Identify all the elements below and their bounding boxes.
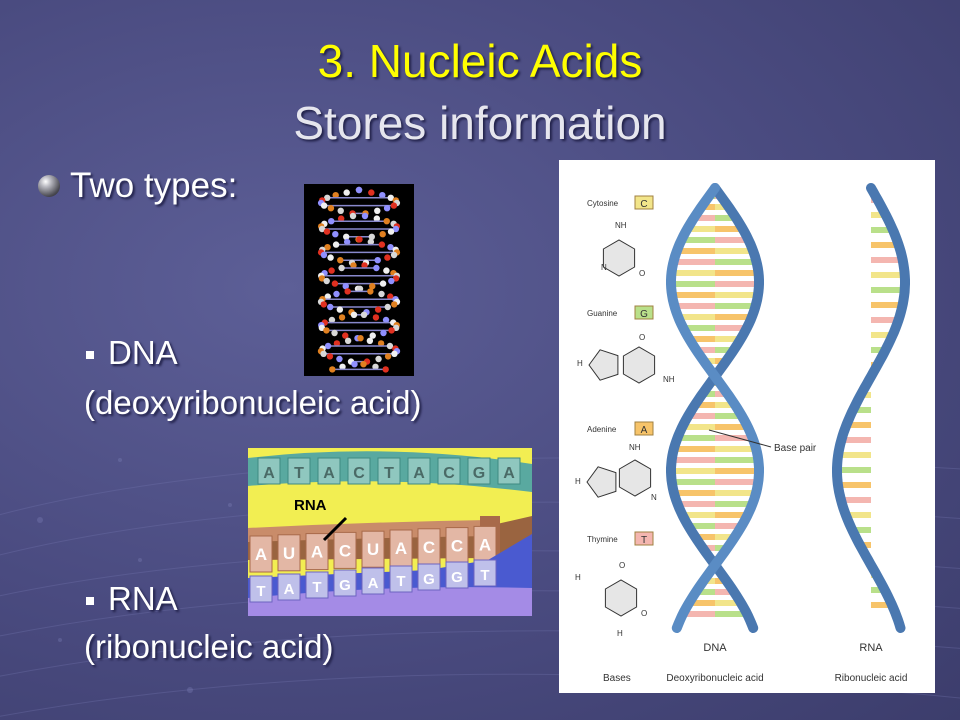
dna-coding-letter: T (256, 583, 265, 600)
base-letter: A (641, 425, 648, 436)
base-pair-label: Base pair (774, 443, 817, 454)
dna-coding-letter: T (480, 567, 489, 584)
dna-diagram-fullname: Deoxyribonucleic acid (666, 673, 763, 684)
svg-text:O: O (639, 269, 645, 278)
base-letter: G (640, 309, 648, 320)
slide-subtitle: Stores information (293, 97, 667, 149)
dna-diagram-label: DNA (703, 642, 727, 654)
dna-template-letter: C (353, 465, 365, 482)
base-pair-pointer (708, 429, 772, 448)
svg-text:O: O (641, 609, 647, 618)
base-name: Thymine (587, 535, 618, 544)
dna-template-letter: A (323, 465, 335, 482)
bullet-two-types-text: Two types: (70, 166, 238, 205)
rna-image-label: RNA (294, 497, 327, 514)
bases-label: Bases (603, 673, 631, 684)
bullet-dna-text: DNA (108, 334, 178, 371)
dna-molecule-image (304, 184, 414, 376)
rna-letter: C (339, 541, 351, 560)
svg-text:NH: NH (663, 375, 675, 384)
dna-coding-letter: A (368, 575, 379, 592)
dna-coding-letter: T (396, 573, 405, 590)
svg-text:O: O (639, 333, 645, 342)
dna-template-letter: A (263, 465, 275, 482)
bullet-rna: RNA (86, 580, 178, 618)
slide-title: 3. Nucleic Acids (317, 35, 643, 87)
dna-coding-letter: G (339, 577, 351, 594)
rna-diagram-label: RNA (859, 642, 883, 654)
svg-text:N: N (601, 263, 607, 272)
dna-full-name: (deoxyribonucleic acid) (84, 384, 422, 421)
svg-text:NH: NH (615, 221, 627, 230)
square-bullet-icon (86, 597, 94, 605)
bullet-dna: DNA (86, 334, 178, 372)
rna-letter: U (367, 540, 379, 559)
rna-letter: A (479, 535, 491, 554)
base-letter: T (641, 535, 647, 546)
rna-letter: A (255, 545, 267, 564)
svg-text:H: H (577, 359, 583, 368)
base-name: Guanine (587, 309, 618, 318)
svg-text:H: H (575, 477, 581, 486)
rna-letter: C (423, 538, 435, 557)
base-letter: C (640, 199, 647, 210)
dna-coding-letter: G (451, 569, 463, 586)
dna-template-letter: G (473, 465, 485, 482)
svg-text:N: N (651, 493, 657, 502)
dna-template-letter: T (294, 465, 304, 482)
svg-text:O: O (619, 561, 625, 570)
dna-coding-letter: G (423, 571, 435, 588)
rna-letter: A (311, 543, 323, 562)
bullet-two-types: Two types: (38, 166, 237, 206)
rna-letter: A (395, 539, 407, 558)
base-name: Adenine (587, 425, 617, 434)
rna-diagram-fullname: Ribonucleic acid (835, 673, 908, 684)
rna-full-name: (ribonucleic acid) (84, 628, 334, 665)
svg-text:NH: NH (629, 443, 641, 452)
square-bullet-icon (86, 351, 94, 359)
sphere-bullet-icon (38, 175, 60, 197)
dna-template-letter: C (443, 465, 455, 482)
base-name: Cytosine (587, 199, 619, 208)
dna-template-letter: A (503, 465, 515, 482)
bullet-rna-text: RNA (108, 580, 178, 617)
svg-text:H: H (575, 573, 581, 582)
svg-text:H: H (617, 629, 623, 638)
dna-template-letter: T (384, 465, 394, 482)
dna-coding-letter: A (284, 581, 295, 598)
dna-coding-letter: T (312, 579, 321, 596)
rna-letter: C (451, 537, 463, 556)
rna-letter: U (283, 544, 295, 563)
dna-template-letter: A (413, 465, 425, 482)
